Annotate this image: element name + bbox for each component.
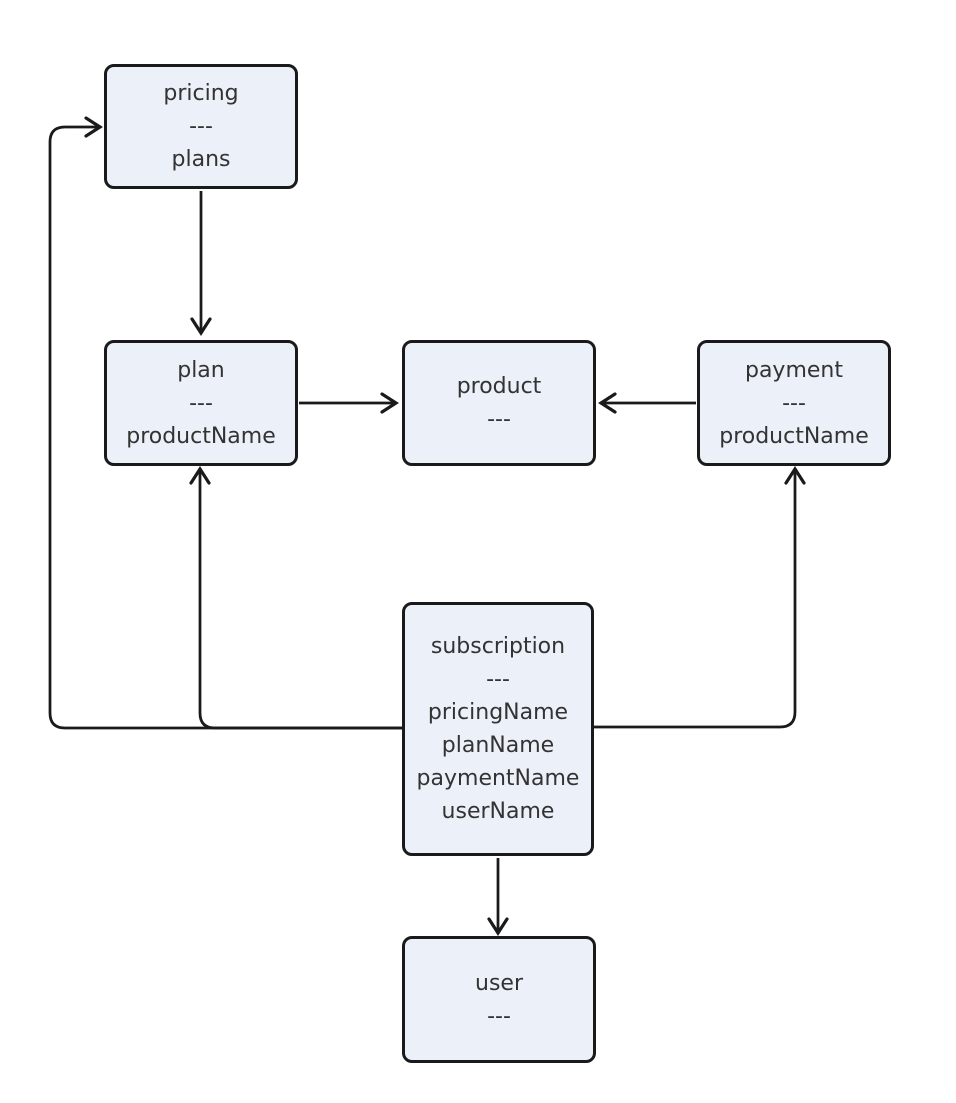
node-plan-divider: --- <box>189 390 213 416</box>
edge-subscription-to-payment <box>594 466 806 729</box>
node-pricing: pricing --- plans <box>104 64 298 189</box>
node-subscription-field-planname: planName <box>441 733 555 758</box>
edge-subscription-to-plan <box>189 466 403 730</box>
node-payment: payment --- productName <box>697 340 891 466</box>
node-user-title: user <box>475 970 523 996</box>
node-pricing-title: pricing <box>163 81 239 106</box>
node-product-divider: --- <box>487 407 511 432</box>
node-payment-title: payment <box>744 357 843 383</box>
node-product: product --- <box>402 340 596 466</box>
node-plan-title: plan <box>177 357 225 383</box>
node-subscription-field-pricingname: pricingName <box>427 700 569 725</box>
node-product-title: product <box>456 374 542 399</box>
node-subscription-divider: --- <box>486 667 510 692</box>
node-plan-field-productname: productName <box>126 423 276 449</box>
node-pricing-divider: --- <box>189 114 213 139</box>
node-user: user --- <box>402 936 596 1063</box>
node-subscription: subscription --- pricingName planName pa… <box>402 602 594 856</box>
node-subscription-field-paymentname: paymentName <box>416 766 580 791</box>
node-plan: plan --- productName <box>104 340 298 466</box>
node-payment-field-productname: productName <box>719 423 869 449</box>
node-subscription-field-username: userName <box>441 799 555 824</box>
node-payment-divider: --- <box>782 390 806 416</box>
edge-subscription-to-pricing <box>48 116 403 730</box>
node-subscription-title: subscription <box>430 634 566 659</box>
node-pricing-field-plans: plans <box>171 147 231 172</box>
node-user-divider: --- <box>487 1003 511 1029</box>
